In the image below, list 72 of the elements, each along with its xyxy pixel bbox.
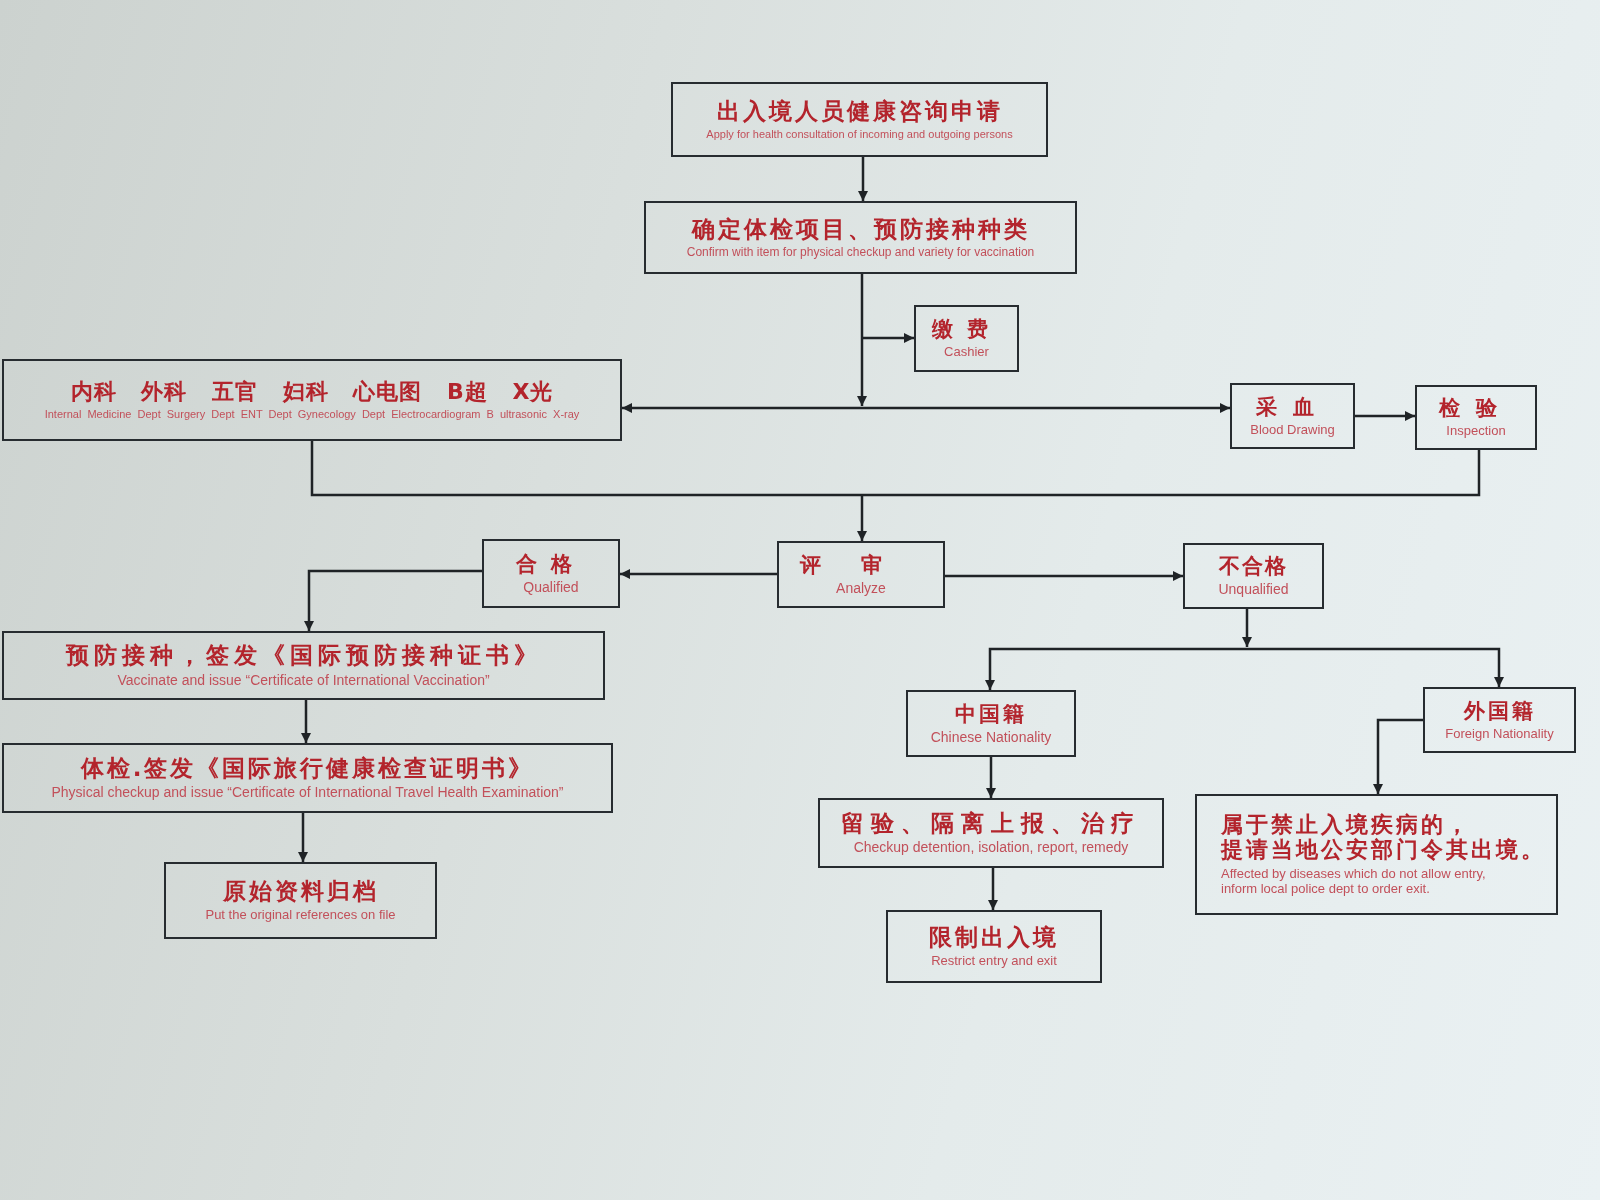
step-title: 中国籍 [955,701,1027,726]
arrow [1247,647,1504,687]
arrow [988,868,998,910]
process-box [2,359,622,441]
arrow [620,569,777,579]
process-box [914,305,1019,372]
process-box [906,690,1076,757]
arrow [298,813,308,862]
process-box [1183,543,1324,609]
arrow [857,495,867,541]
connector-line [860,274,864,338]
step-subtitle: Physical checkup and issue “Certificate of International Travel Health Examination” [51,784,564,802]
arrow [1373,718,1423,794]
arrow [304,569,482,631]
step-subtitle: Qualified [523,578,579,596]
process-box [2,743,613,813]
arrow [985,647,1247,690]
arrow [857,338,867,406]
connector-line [862,450,1481,497]
step-subtitle: Unqualified [1218,581,1289,598]
step-title: 预防接种，签发《国际预防接种证书》 [65,642,542,669]
step-title: 留验、隔离上报、治疗 [841,809,1141,837]
step-title: 出入境人员健康咨询申请 [716,98,1003,125]
arrow [1355,411,1415,421]
step-title: 外国籍 [1463,698,1536,723]
process-box [1195,794,1558,915]
arrow [622,403,862,413]
step-subtitle: Put the original references on file [205,907,396,923]
process-box [777,541,945,608]
step-subtitle: Blood Drawing [1250,421,1335,438]
step-subtitle: Cashier [944,344,989,360]
arrow [945,571,1183,581]
step-title: 评审 [800,552,922,577]
step-title: 限制出入境 [929,924,1059,951]
step-subtitle: Affected by diseases which do not allow entry, inform local police dept to order exit. [1221,865,1487,897]
step-subtitle: Apply for health consultation of incoming and outgoing persons [706,127,1013,141]
step-subtitle: Internal Medicine Dept Surgery Dept ENT Dept Gynecology Dept Electrocardiogram B ultrasonic X-ray [44,407,580,421]
process-box [482,539,620,608]
process-box [1230,383,1355,449]
step-subtitle: Restrict entry and exit [931,953,1057,969]
connector-line [310,441,862,497]
process-box [644,201,1077,274]
step-title: 合格 [516,551,586,576]
arrow [862,333,914,343]
arrow [862,403,1230,413]
step-title: 缴费 [931,317,1002,342]
process-box [2,631,605,700]
arrow [301,700,311,743]
step-subtitle: Checkup detention, isolation, report, remedy [853,839,1129,857]
process-box [164,862,437,939]
step-title: 内科 外科 五官 妇科 心电图 B超 X光 [70,379,554,405]
process-box [886,910,1102,983]
step-subtitle: Chinese Nationality [930,728,1052,746]
step-subtitle: Analyze [836,579,886,597]
process-box [671,82,1048,157]
step-title: 原始资料归档 [222,878,379,905]
step-title: 检验 [1439,396,1513,421]
step-title: 体检.签发《国际旅行健康检查证明书》 [80,754,535,782]
process-box [1415,385,1537,450]
step-title: 采血 [1255,394,1330,419]
step-subtitle: Foreign Nationality [1445,725,1554,742]
process-box [818,798,1164,868]
arrow [986,757,996,798]
step-subtitle: Vaccinate and issue “Certificate of International Vaccination” [117,671,490,689]
process-box [1423,687,1576,753]
step-title: 确定体检项目、预防接种种类 [691,215,1030,242]
arrow [1242,609,1252,647]
step-title: 不合格 [1219,554,1288,579]
arrow [858,157,868,201]
step-title: 属于禁止入境疾病的，提请当地公安部门令其出境。 [1221,812,1547,863]
step-subtitle: Inspection [1446,423,1506,439]
step-subtitle: Confirm with item for physical checkup and variety for vaccination [686,245,1035,260]
